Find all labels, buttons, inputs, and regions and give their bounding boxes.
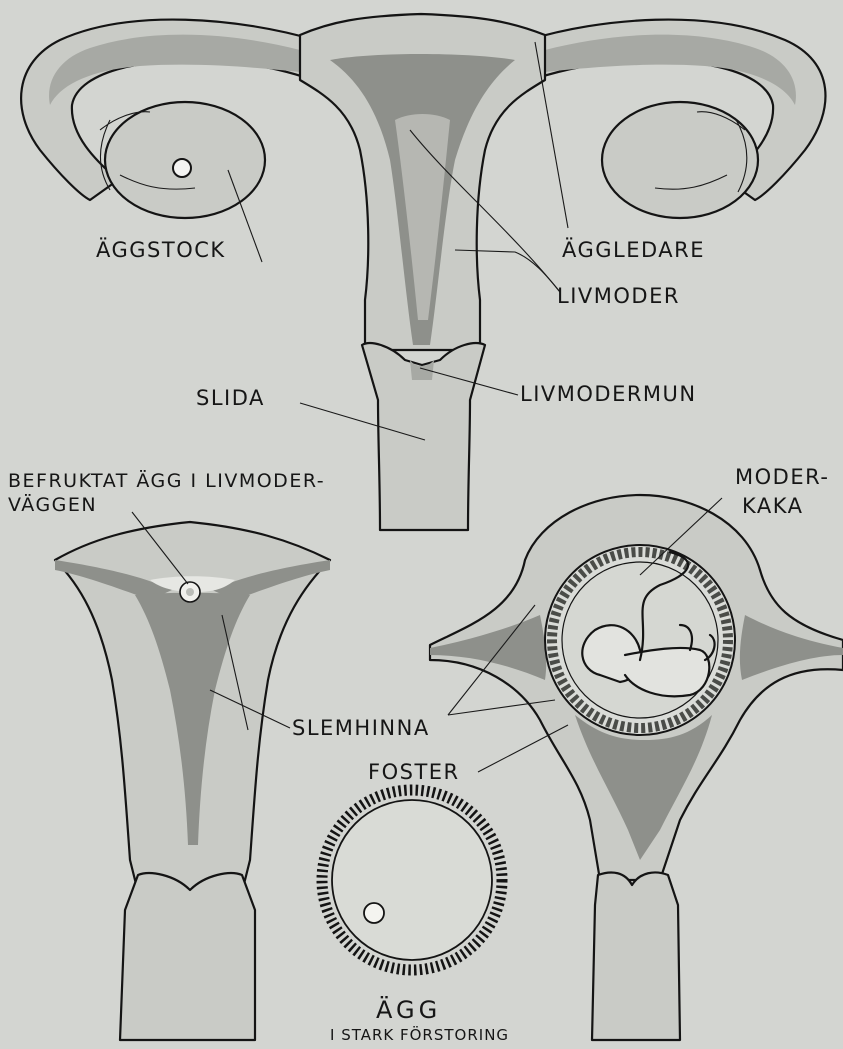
right-ovary [602, 102, 758, 218]
label-agg: ÄGG [376, 996, 441, 1024]
label-befruktat-line2: VÄGGEN [8, 494, 97, 516]
label-foster: FOSTER [368, 760, 460, 784]
label-agg-caption: I STARK FÖRSTORING [330, 1026, 509, 1044]
label-slida: SLIDA [196, 386, 265, 410]
label-aggstock: ÄGGSTOCK [96, 238, 226, 262]
magnified-egg-figure [322, 790, 502, 970]
egg-nucleus [364, 903, 384, 923]
label-aggledare: ÄGGLEDARE [562, 238, 705, 262]
uterus-implant-figure [55, 522, 330, 1040]
label-moderkaka-line2: KAKA [742, 494, 804, 518]
label-befruktat-line1: BEFRUKTAT ÄGG I LIVMODER- [8, 470, 325, 492]
label-livmodermun: LIVMODERMUN [520, 382, 697, 406]
ovary-follicle [173, 159, 191, 177]
label-slemhinna: SLEMHINNA [292, 716, 430, 740]
label-moderkaka-line1: MODER- [735, 465, 829, 489]
pregnant-uterus-figure [430, 495, 843, 1040]
label-livmoder: LIVMODER [557, 284, 680, 308]
uterus-top-figure [21, 14, 825, 530]
